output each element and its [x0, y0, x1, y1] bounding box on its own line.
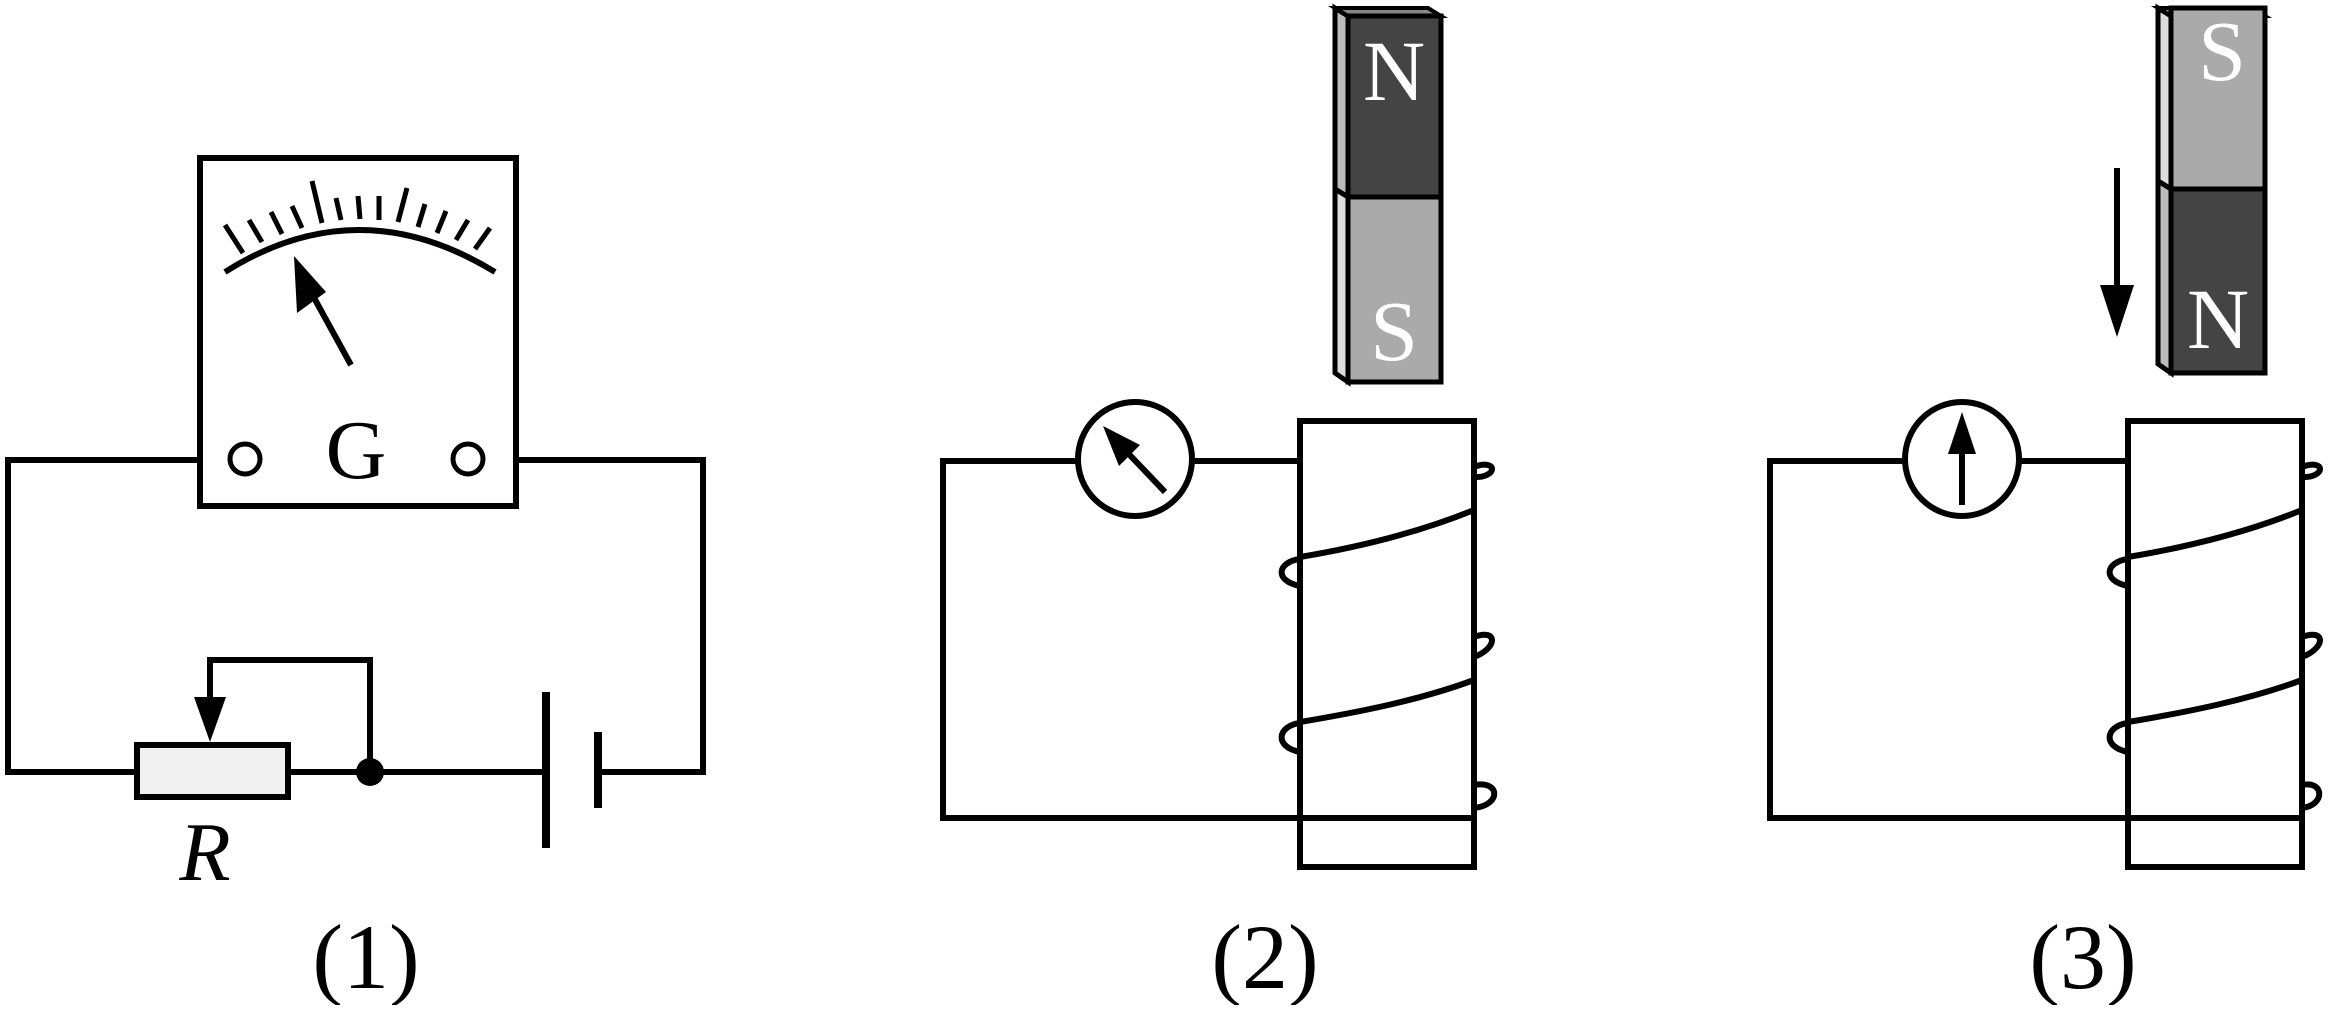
- coil-winding-2: [1278, 461, 1498, 811]
- figure-2: N S (2): [940, 3, 1498, 1008]
- galvanometer-2: [1075, 399, 1195, 519]
- terminal-left: [227, 441, 263, 477]
- galvanometer-3: [1902, 399, 2022, 519]
- motion-arrow-down: [2100, 168, 2134, 337]
- magnet-2-bottom-pole: S: [1370, 283, 1418, 379]
- meter-label: G: [326, 404, 387, 497]
- magnet-3-bottom-pole: N: [2187, 271, 2249, 367]
- rheostat-slider-wire: [207, 657, 373, 772]
- terminal-right: [450, 441, 486, 477]
- magnet-2-top-pole: N: [1363, 23, 1425, 119]
- galvanometer-needle: [294, 256, 354, 367]
- coil-winding-3: [2106, 461, 2323, 811]
- bar-magnet-2: N S: [1327, 3, 1449, 387]
- caption-3: (3): [2029, 906, 2136, 1005]
- magnet-3-top-pole: S: [2198, 3, 2246, 99]
- coil-core-2: [1297, 418, 1477, 870]
- circuit-3-wire: [1767, 458, 2302, 821]
- caption-1: (1): [312, 906, 419, 1005]
- galvanometer-scale-arc: [223, 227, 497, 275]
- bar-magnet-3: S N: [2150, 3, 2273, 378]
- resistor-label: R: [178, 806, 230, 899]
- galvanometer-box: [197, 155, 519, 509]
- figure-3: S N (3): [1767, 3, 2323, 1008]
- galvanometer-ticks: [222, 180, 493, 255]
- resistor: [134, 742, 291, 800]
- rheostat-slider-arrow: [194, 697, 226, 742]
- caption-2: (2): [1211, 906, 1318, 1005]
- figure-1: G R (1): [5, 155, 706, 1008]
- circuit-2-wire: [940, 458, 1474, 821]
- coil-core-3: [2125, 418, 2305, 870]
- junction-dot: [356, 758, 384, 786]
- circuit-1-wire: [5, 457, 706, 775]
